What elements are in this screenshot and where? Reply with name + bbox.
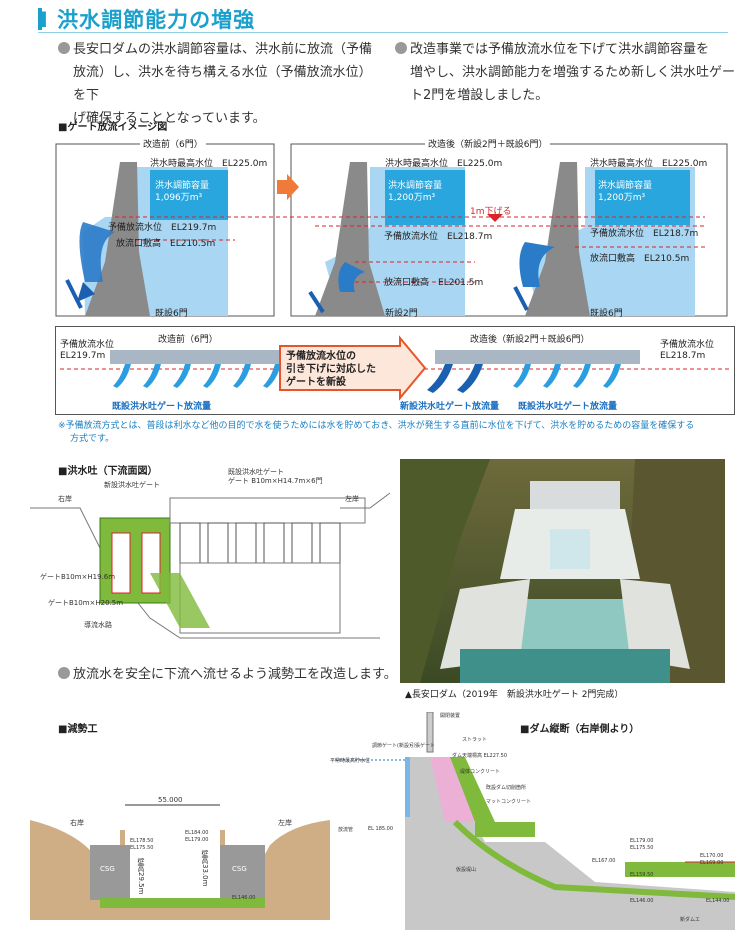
gate-image-diagram [55,143,728,317]
dissipator-heading: ■減勢工 [58,724,98,735]
channel-label: 導流水路 [84,621,112,629]
lower-1m-label: 1m下げる [470,207,512,217]
sec-label-8: マットコンクリート [486,799,532,805]
sec-level-3: EL159.50 [630,872,654,878]
sec-level-0: EL179.00 [630,838,654,844]
spillway-heading: ■洪水吐（下流面図） [58,466,158,477]
width-label: 55.000 [158,796,183,804]
gate-strip-graphic [60,335,730,401]
prelim-level-after2: 予備放流水位 EL218.7m [590,229,699,239]
existing-6-label: 既設6門 [155,309,188,319]
section-drawing [335,712,735,930]
sec-label-1: 調節ゲート(新設) [372,743,411,749]
gate-a-label: ゲートB10m×H19.6m [40,573,116,581]
sec-label-4: 平常時最高貯水位 [330,758,371,764]
bullet-right-line: 改造事業では予備放流水位を下げて洪水調節容量を [410,42,710,57]
new-flow-label: 新設洪水吐ゲート放流量 [400,402,500,412]
right-bank-label: 右岸 [58,495,72,503]
new-gate-label: 新設洪水吐ゲート [104,481,160,489]
wall-right: 壁高33.0m [201,850,209,887]
dam-photo [400,459,725,683]
after-title: 改造後（新設2門＋既設6門） [425,137,551,150]
bullet-dot-icon [58,667,70,679]
bullet-right-line: 増やし、洪水調節能力を増強するため新しく洪水吐ゲー [410,65,736,80]
csg-right: CSG [232,865,247,873]
sec-level-1: EL175.50 [630,845,654,851]
dis-left-bank: 左岸 [278,819,292,827]
strip-arrow-text: 予備放流水位の引き下げに対応したゲートを新設 [286,351,376,388]
outlet-before: 放流口敷高 EL210.5m [116,239,216,249]
gate-b-label: ゲートB10m×H20.5m [48,599,124,607]
wall-left: 壁高29.5m [137,858,145,895]
sec-level-5: EL144.00 [706,898,730,904]
flood-level-label: 洪水時最高水位 EL225.0m [150,159,268,169]
bullet-left-line: げ確保することとなっています。 [73,111,266,126]
sec-level-4: EL146.00 [630,898,654,904]
dis-right-bank: 右岸 [70,819,84,827]
footnote: ※予備放流方式とは、普段は利水など他の目的で水を使うためには水を貯めておき、洪水… [58,421,695,444]
bullet-left-line: 長安口ダムの洪水調節容量は、洪水前に放流（予備 [73,42,373,57]
flood-level-after2: 洪水時最高水位 EL225.0m [590,159,708,169]
bullet-left-line: 放流）し、洪水を待ち構える水位（予備放流水位）を下 [73,65,372,103]
outlet-after2: 放流口敷高 EL210.5m [590,254,690,264]
prelim-level-before: 予備放流水位 EL219.7m [108,223,217,233]
sec-label-0: 開閉装置 [440,713,461,719]
sec-label-9: 放流管 [338,827,354,833]
gate-image-heading: ■ゲート放流イメージ図 [58,122,168,133]
strip-before-title: 改造前（6門） [158,335,218,345]
sec-label-11: 仮設堤山 [456,867,477,873]
sec-label-10: EL 185.00 [368,826,394,832]
bullet-dot-icon [58,42,70,54]
el-bottom: EL146.00 [232,895,256,901]
existing-6-label-2: 既設6門 [590,309,623,319]
left-bank-label: 左岸 [345,495,359,503]
before-title: 改造前（6門） [140,137,206,150]
energy-bullet: 放流水を安全に下流へ流せるよう減勢工を改造します。 [58,663,397,686]
strip-after-title: 改造後（新設2門＋既設6門） [470,335,590,345]
sec-label-3: ストラット [462,737,488,743]
page-title: Ⅰ 洪水調節能力の増強 [40,8,256,32]
outlet-after1: 放流口敷高 EL201.5m [384,278,484,288]
sec-level-7: EL169.00 [700,860,724,866]
dissipator-drawing [30,804,330,920]
title-rule [38,32,728,33]
existing-flow-label-2: 既設洪水吐ゲート放流量 [518,402,618,412]
sec-label-2: 引張ゲート [410,743,436,749]
bullet-left: 長安口ダムの洪水調節容量は、洪水前に放流（予備 放流）し、洪水を待ち構える水位（… [58,38,378,130]
bullet-right-line: ト2門を増設しました。 [410,88,549,103]
sec-level-2: EL167.00 [592,858,616,864]
new-2-label: 新設2門 [385,309,418,319]
prelim-level-after1: 予備放流水位 EL218.7m [384,232,493,242]
photo-caption: ▲長安口ダム（2019年 新設洪水吐ゲート 2門完成） [405,690,624,700]
sec-label-5: ダム天端標高 EL227.50 [452,753,508,759]
title-bar [38,8,42,30]
existing-gate-label: 既設洪水吐ゲートゲート B10m×H14.7m×6門 [228,468,323,485]
section-heading: ■ダム縦断（右岸側より） [520,724,640,735]
sec-label-6: 堤体コンクリート [460,769,501,775]
sec-label-7: 既設ダム切削箇所 [486,785,527,791]
sec-label-12: 新ダムエ [680,917,701,923]
bullet-dot-icon [395,42,407,54]
bullet-right: 改造事業では予備放流水位を下げて洪水調節容量を 増やし、洪水調節能力を増強するた… [395,38,735,107]
existing-flow-label: 既設洪水吐ゲート放流量 [112,402,212,412]
sec-level-6: EL170.00 [700,853,724,859]
spillway-drawing [30,492,390,639]
csg-left: CSG [100,865,115,873]
flood-level-after1: 洪水時最高水位 EL225.0m [385,159,503,169]
